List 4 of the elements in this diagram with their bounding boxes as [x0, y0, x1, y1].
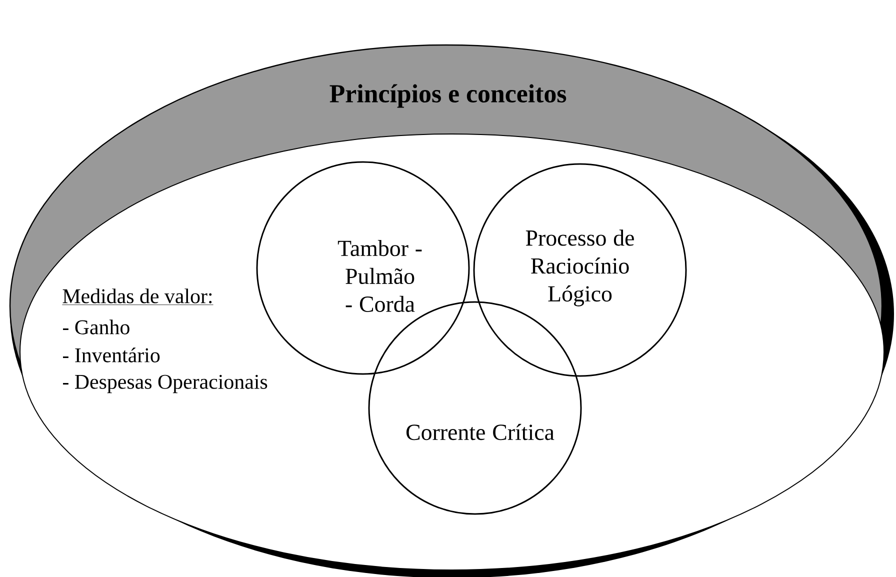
list-text: Medidas de valor: [62, 288, 214, 305]
list-text: - Ganho [63, 320, 130, 334]
list-text: - Inventário [63, 348, 160, 362]
list-text: - Despesas Operacionais [63, 374, 268, 394]
